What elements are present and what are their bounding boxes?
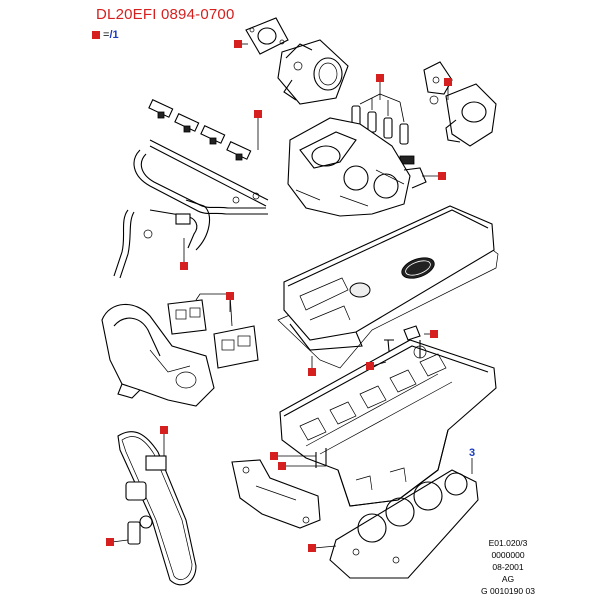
marker-icon — [160, 426, 168, 434]
diagram-title: DL20EFI 0894-0700 — [96, 6, 235, 23]
callout-number: 3 — [469, 447, 476, 459]
reference-markers — [106, 40, 452, 552]
marker-icon — [308, 368, 316, 376]
legend-equals: = — [103, 29, 110, 41]
reference-block: E01.020/3 0000000 08-2001 AG G 0010190 0… — [470, 537, 546, 597]
legend-number: /1 — [109, 29, 119, 41]
marker-icon — [278, 462, 286, 470]
timing-cover-icon — [231, 459, 321, 529]
bolt-icon — [315, 448, 327, 468]
cylinder-head-icon — [279, 339, 497, 507]
marker-icon — [438, 172, 446, 180]
marker-icon — [366, 362, 374, 370]
reference-line: G 0010190 03 — [481, 586, 535, 596]
marker-icon — [226, 292, 234, 300]
timing-chain-icon — [117, 431, 197, 586]
intake-manifold-icon — [287, 117, 427, 217]
throttle-body-icon — [277, 39, 349, 105]
head-gasket-icon — [329, 458, 479, 579]
marker-icon — [376, 74, 384, 82]
legend: =/1 — [92, 29, 119, 41]
ford-logo-icon — [401, 257, 435, 279]
thermostat-housing-icon — [423, 61, 497, 147]
marker-icon — [308, 544, 316, 552]
marker-icon — [270, 452, 278, 460]
gasket-icon — [167, 293, 259, 369]
legend-marker-icon — [92, 31, 100, 40]
marker-icon — [430, 330, 438, 338]
injector-icon — [148, 98, 252, 161]
grommet-icon — [403, 325, 421, 341]
reference-line: 08-2001 — [492, 562, 524, 572]
marker-icon — [444, 78, 452, 86]
marker-icon — [234, 40, 242, 48]
gasket-icon — [245, 17, 289, 55]
reference-line: 0000000 — [491, 550, 525, 560]
reference-line: AG — [501, 574, 515, 584]
rocker-cover-icon — [283, 205, 495, 351]
reference-line: E01.020/3 — [488, 538, 528, 548]
fuel-rail-icon — [113, 139, 269, 279]
marker-icon — [106, 538, 114, 546]
marker-icon — [180, 262, 188, 270]
exhaust-manifold-icon — [101, 303, 215, 407]
marker-icon — [254, 110, 262, 118]
